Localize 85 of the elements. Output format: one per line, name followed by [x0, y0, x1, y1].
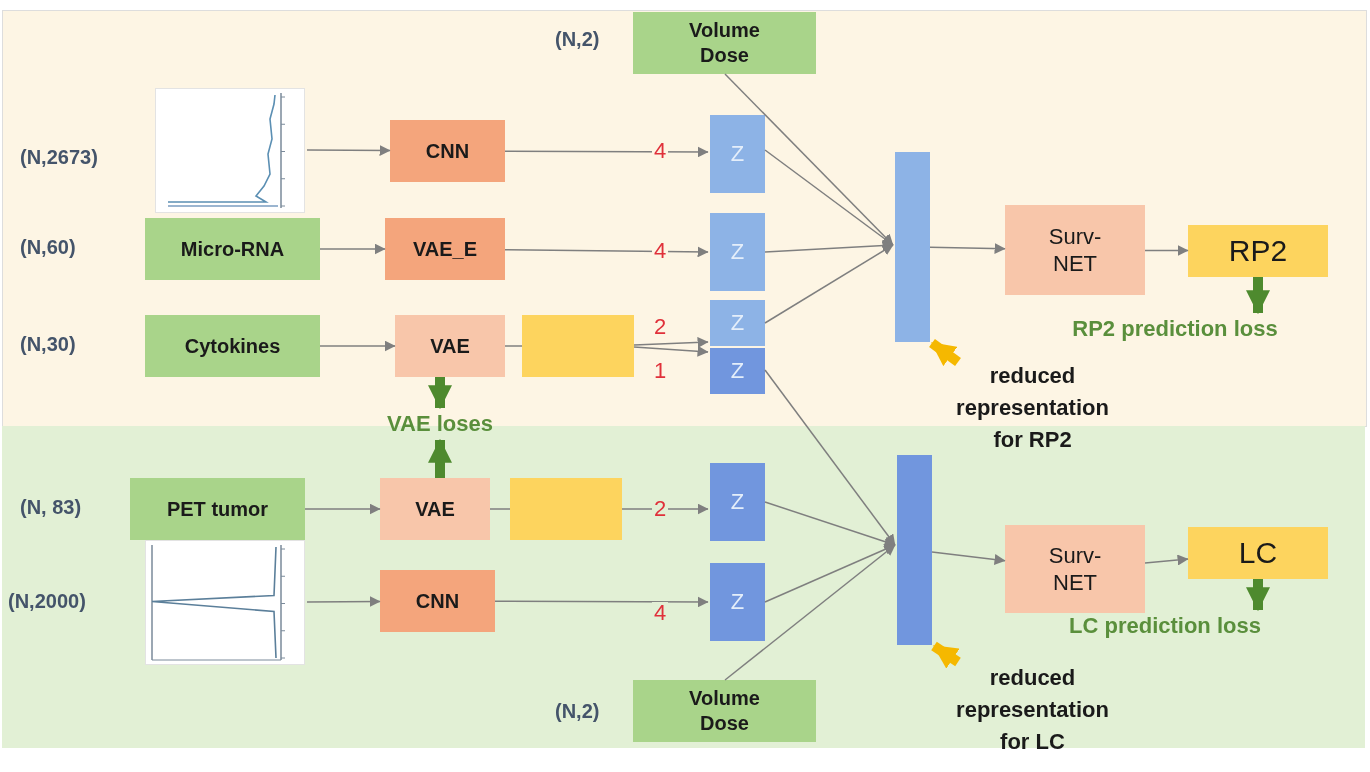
arrow	[764, 501, 896, 547]
block-arrow	[1246, 277, 1270, 315]
latent-label: Z	[730, 488, 745, 516]
latent-label: Z	[730, 588, 745, 616]
block-arrow	[1246, 579, 1270, 612]
empty-box	[522, 315, 634, 377]
process-box	[1005, 205, 1145, 295]
arrow	[504, 146, 709, 158]
arrow	[621, 503, 709, 515]
output-label: LC	[1238, 535, 1278, 572]
box-label: Micro-RNA	[180, 236, 285, 262]
dimension-label: (N,2000)	[8, 590, 86, 613]
arrow	[494, 596, 709, 608]
arrow	[304, 503, 381, 515]
latent-label: Z	[730, 357, 745, 385]
output-box	[1188, 527, 1328, 579]
arrow	[306, 145, 391, 156]
vector-bar	[895, 152, 930, 342]
box-label: Volume Dose	[688, 686, 761, 736]
empty-box	[510, 478, 622, 540]
latent-label: Z	[730, 309, 745, 337]
process-box	[633, 12, 816, 74]
arrow	[724, 544, 896, 681]
latent-box	[710, 213, 765, 291]
latent-box	[710, 115, 765, 193]
vector-bar	[897, 455, 932, 645]
output-box	[1188, 225, 1328, 277]
dimension-label: (N, 83)	[20, 496, 82, 519]
arrow	[931, 551, 1006, 565]
process-box	[633, 680, 816, 742]
process-box	[380, 478, 490, 540]
arrow	[764, 240, 894, 253]
arrow	[319, 340, 396, 352]
box-label: VAE_E	[412, 236, 478, 262]
box-label: VAE	[415, 496, 455, 522]
process-box	[145, 218, 320, 280]
block-arrow	[428, 438, 452, 478]
block-arrow	[931, 641, 961, 669]
latent-label: Z	[730, 140, 745, 168]
arrow	[1144, 554, 1189, 566]
loss-label: LC prediction loss	[1069, 612, 1261, 640]
process-box	[130, 478, 305, 540]
arrow	[764, 369, 896, 546]
dimension-label: (N,60)	[20, 236, 76, 259]
block-arrow	[428, 377, 452, 410]
box-label: CNN	[425, 138, 470, 164]
process-box	[145, 315, 320, 377]
box-label: Cytokines	[184, 333, 281, 359]
block-arrow	[929, 338, 961, 367]
process-box	[1005, 525, 1145, 613]
dimension-label: (N,2)	[555, 28, 600, 51]
latent-box	[710, 463, 765, 541]
arrow	[633, 336, 709, 348]
arrow	[504, 246, 709, 258]
dimension-label: (N,2)	[555, 700, 600, 723]
box-label: Surv- NET	[1047, 222, 1103, 278]
dimension-label: (N,30)	[20, 333, 76, 356]
dimension-label: (N,2673)	[20, 146, 98, 169]
process-box	[395, 315, 505, 377]
output-label: RP2	[1228, 233, 1288, 270]
box-label: Volume Dose	[688, 18, 761, 68]
loss-label: RP2 prediction loss	[1072, 315, 1278, 343]
process-box	[380, 570, 495, 632]
arrow	[306, 596, 381, 607]
arrow	[1144, 245, 1189, 257]
annotation-text: reduced representation for RP2	[955, 362, 1110, 454]
arrow	[633, 345, 709, 357]
line-plot-drawing	[155, 88, 305, 213]
loss-label: VAE loses	[387, 410, 493, 438]
box-label: CNN	[415, 588, 460, 614]
box-label: Surv- NET	[1047, 541, 1103, 597]
latent-label: Z	[730, 238, 745, 266]
latent-box	[710, 348, 765, 394]
annotation-text: reduced representation for LC	[955, 664, 1110, 756]
process-box	[390, 120, 505, 182]
arrow	[929, 243, 1006, 254]
process-box	[385, 218, 505, 280]
latent-box	[710, 563, 765, 641]
line-plot-drawing	[145, 540, 305, 665]
box-label: VAE	[430, 333, 470, 359]
arrow	[764, 244, 894, 324]
box-label: PET tumor	[166, 496, 269, 522]
latent-box	[710, 300, 765, 346]
arrow	[764, 149, 894, 246]
arrow	[319, 243, 386, 255]
